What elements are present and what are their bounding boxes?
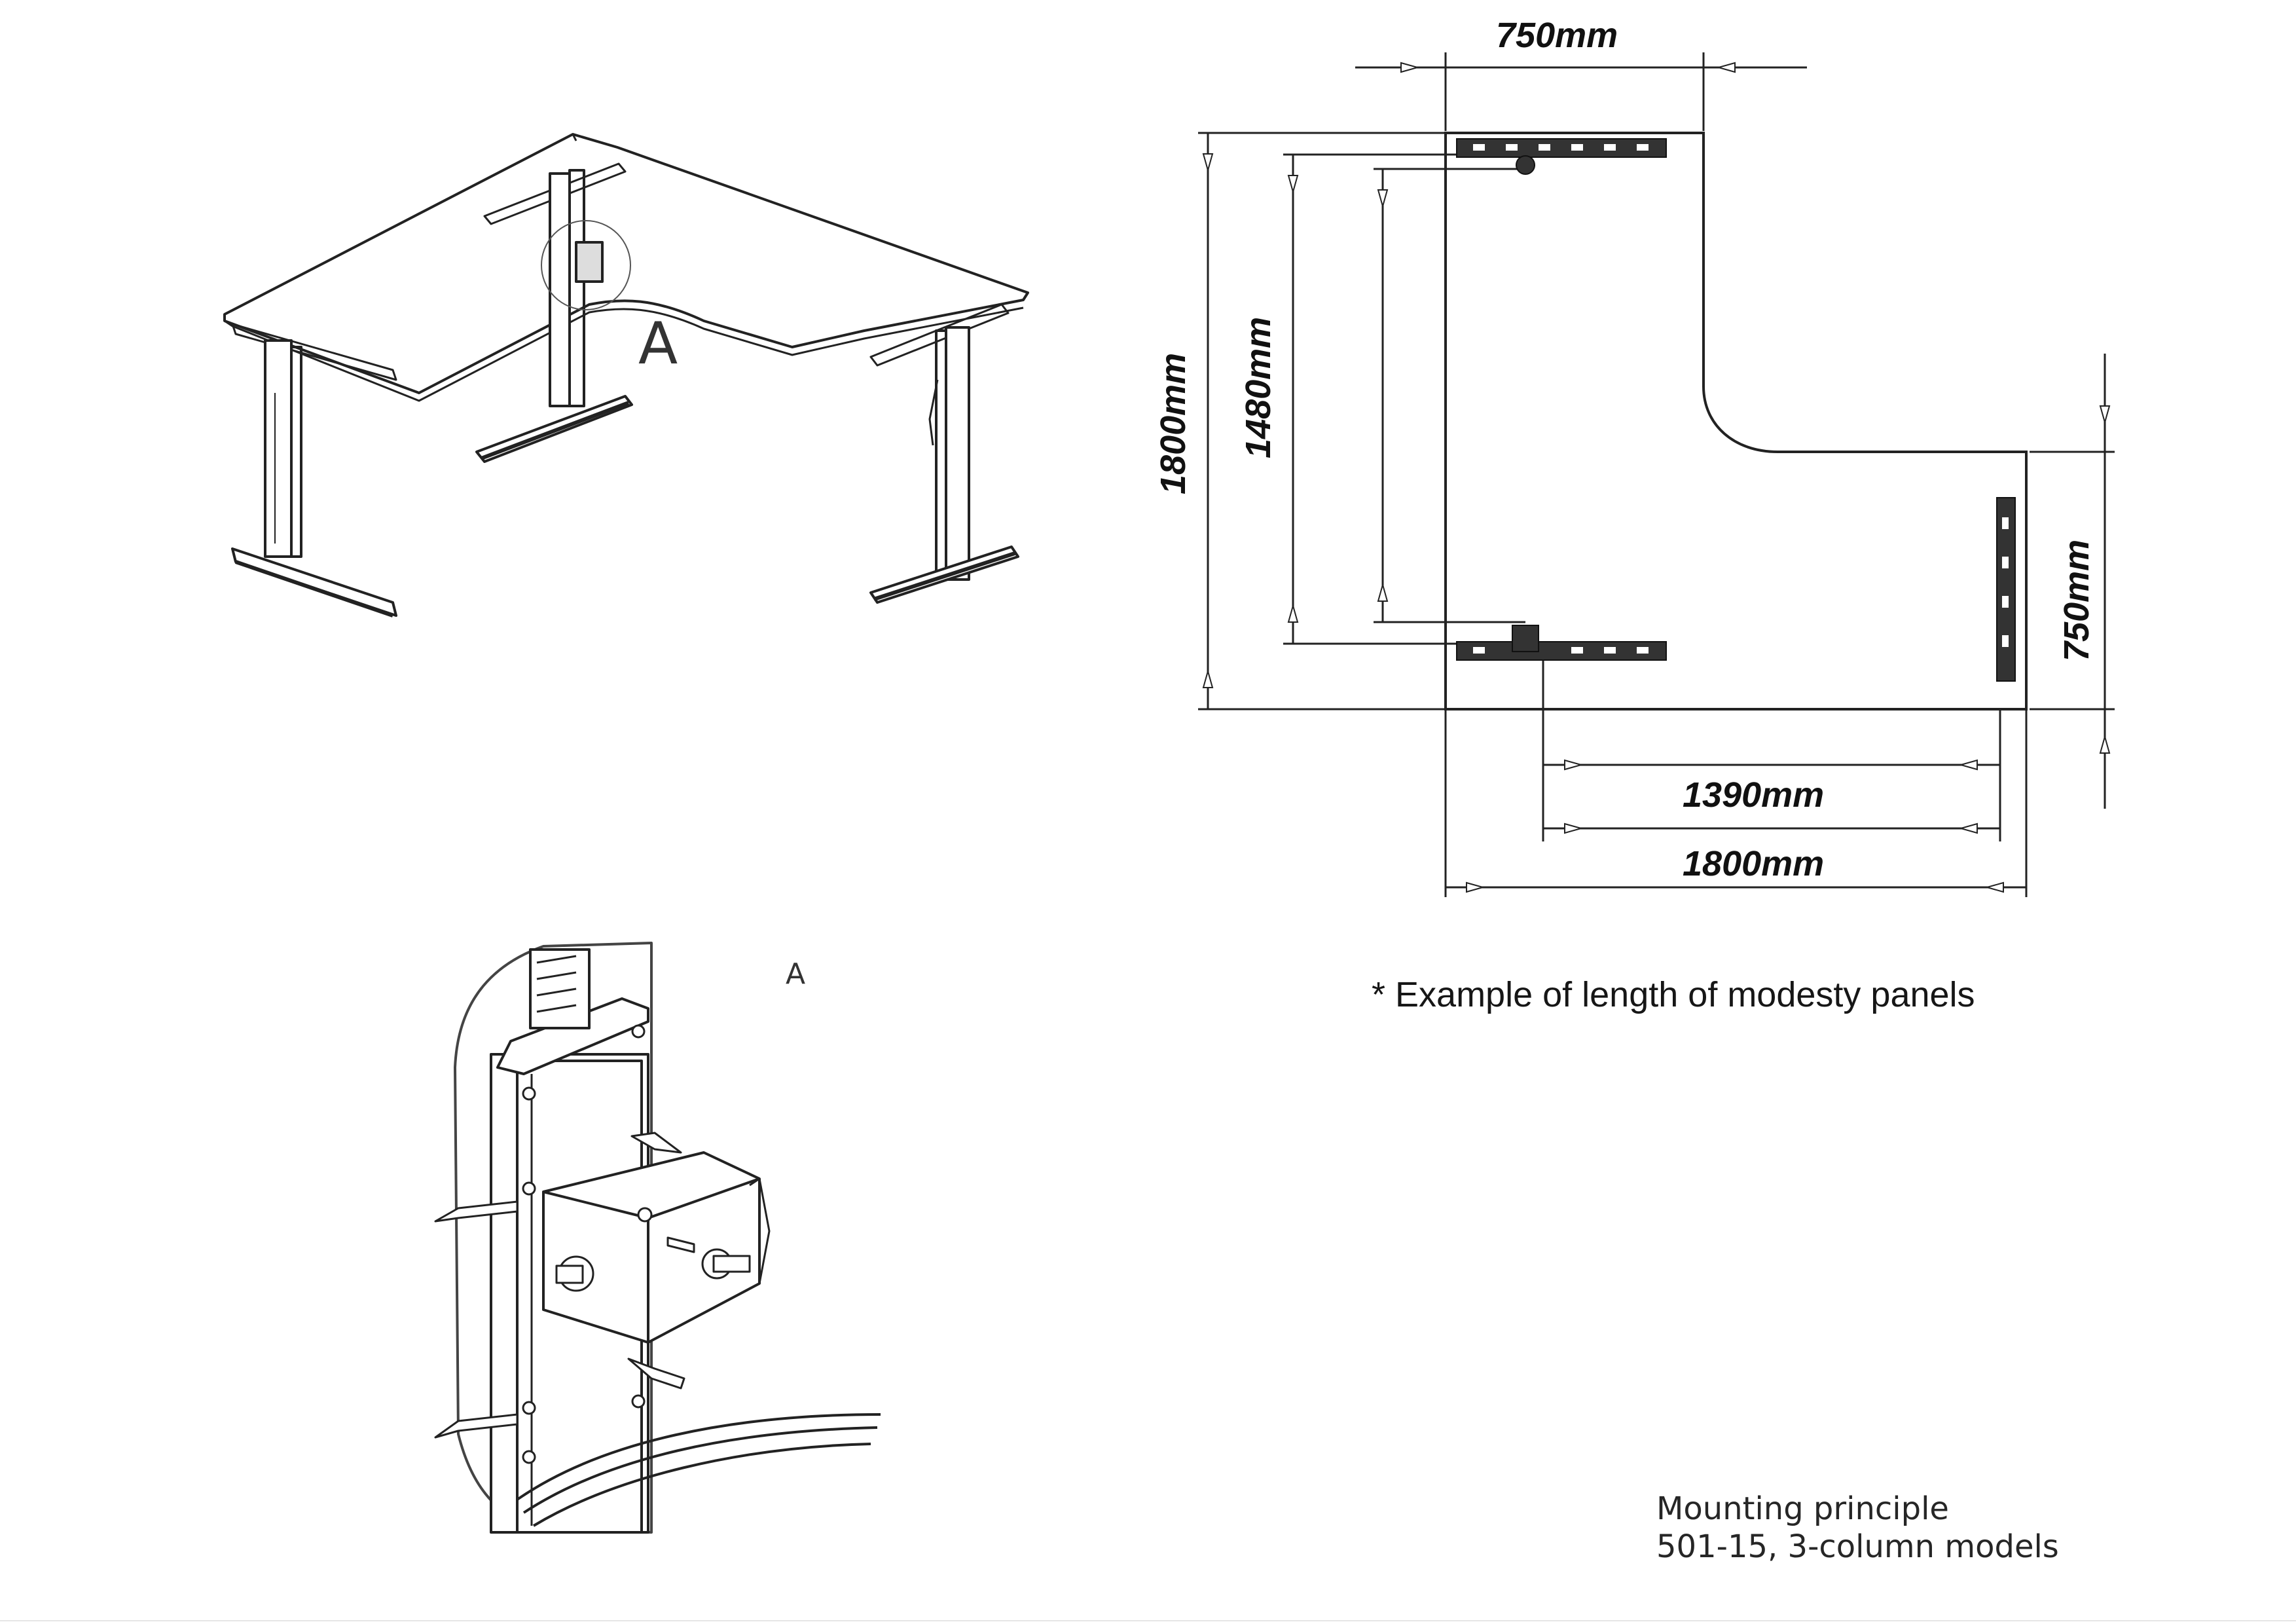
center-leg — [475, 162, 633, 463]
right-leg — [869, 303, 1019, 604]
dim-right-height: 750mm — [2057, 540, 2096, 661]
plan-leg-brackets — [1456, 138, 2016, 682]
caption-block: Mounting principle 501-15, 3-column mode… — [1656, 1490, 2059, 1566]
isometric-desk-drawing — [223, 133, 1029, 618]
plan-view-drawing — [1198, 52, 2115, 897]
caption-line-2: 501-15, 3-column models — [1656, 1528, 2059, 1565]
modesty-panel-note: * Example of length of modesty panels — [1372, 975, 1975, 1014]
dim-bottom-width: 1800mm — [1683, 844, 1824, 883]
dim-inner-width: 1390mm — [1683, 775, 1824, 815]
plan-desk-outline — [1444, 132, 2028, 710]
dim-top-width: 750mm — [1496, 16, 1618, 55]
caption-line-1: Mounting principle — [1656, 1490, 1949, 1527]
left-leg — [231, 323, 397, 618]
bottom-edge-line — [0, 1620, 2296, 1621]
desk-top — [223, 133, 1029, 394]
detail-a-drawing — [434, 942, 881, 1534]
detail-label: A — [786, 957, 805, 991]
dim-inner-height: 1480mm — [1239, 317, 1278, 458]
dim-left-height: 1800mm — [1154, 353, 1193, 494]
detail-marker: A — [638, 310, 678, 377]
